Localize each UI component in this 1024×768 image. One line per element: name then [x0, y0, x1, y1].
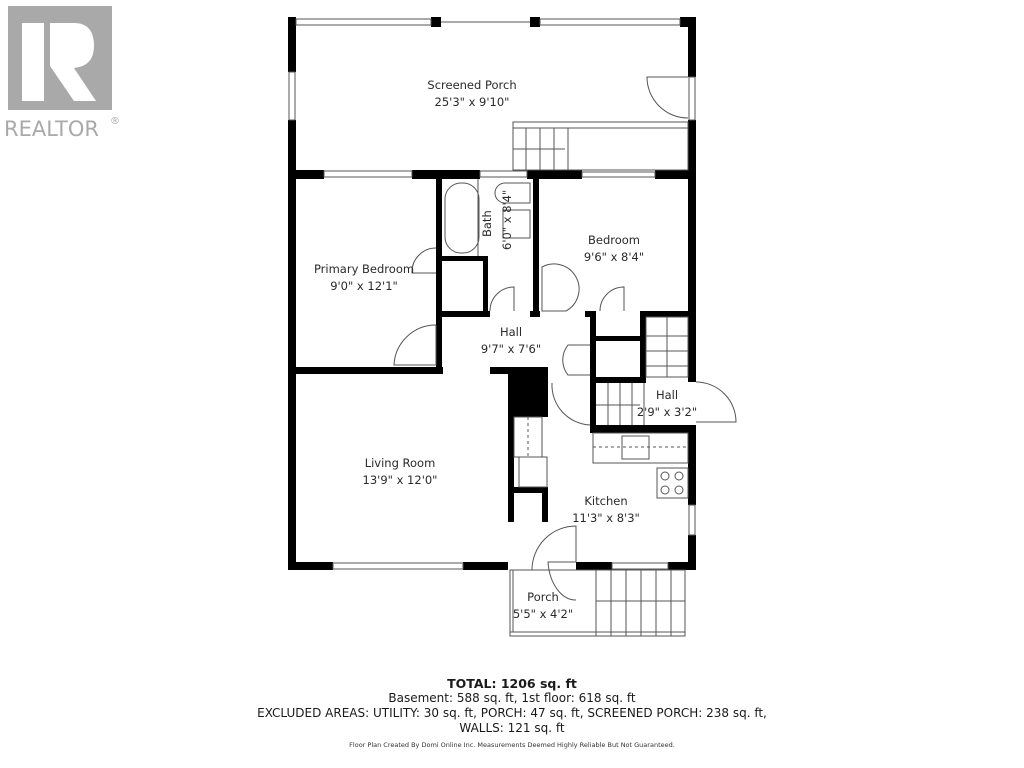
- room-dimensions: 2'9" x 3'2": [636, 405, 698, 419]
- room-name: Hall: [655, 388, 679, 402]
- room-bath-name: Bath: [480, 210, 494, 237]
- area-summary: TOTAL: 1206 sq. ft Basement: 588 sq. ft,…: [0, 676, 1024, 736]
- room-kitchen: Kitchen 11'3" x 8'3": [572, 493, 640, 527]
- registered-mark: ®: [110, 116, 120, 127]
- realtor-logo: REALTOR ®: [4, 6, 120, 141]
- room-dimensions: 11'3" x 8'3": [572, 511, 640, 525]
- room-dimensions: 5'5" x 4'2": [512, 607, 574, 621]
- room-name: Porch: [527, 590, 559, 604]
- room-name: Primary Bedroom: [313, 262, 415, 276]
- room-dimensions: 9'7" x 7'6": [480, 342, 542, 356]
- room-name: Bedroom: [587, 233, 641, 247]
- room-name: Living Room: [364, 456, 436, 470]
- room-dimensions: 25'3" x 9'10": [434, 95, 510, 109]
- realtor-r-icon: [8, 6, 112, 110]
- room-hall-small: Hall 2'9" x 3'2": [637, 387, 697, 421]
- floor-areas: Basement: 588 sq. ft, 1st floor: 618 sq.…: [388, 691, 636, 705]
- walls-area: WALLS: 121 sq. ft: [459, 721, 565, 735]
- room-screened-porch: Screened Porch 25'3" x 9'10": [427, 77, 516, 111]
- room-hall-main: Hall 9'7" x 7'6": [481, 324, 541, 358]
- room-bath-dimensions: 6'0" x 8'4": [500, 189, 514, 250]
- excluded-areas: EXCLUDED AREAS: UTILITY: 30 sq. ft, PORC…: [257, 706, 767, 720]
- room-name: Hall: [499, 325, 523, 339]
- room-living-room: Living Room 13'9" x 12'0": [363, 455, 438, 489]
- walls: [288, 17, 696, 570]
- room-name: Screened Porch: [427, 78, 517, 92]
- total-area: TOTAL: 1206 sq. ft: [447, 676, 577, 691]
- realtor-wordmark: REALTOR: [4, 117, 99, 141]
- room-dimensions: 9'0" x 12'1": [330, 279, 398, 293]
- room-dimensions: 13'9" x 12'0": [362, 473, 438, 487]
- disclaimer-note: Floor Plan Created By Domi Online Inc. M…: [349, 741, 675, 749]
- room-porch: Porch 5'5" x 4'2": [513, 589, 573, 623]
- room-dimensions: 9'6" x 8'4": [583, 250, 645, 264]
- room-bedroom: Bedroom 9'6" x 8'4": [584, 232, 644, 266]
- room-name: Kitchen: [584, 494, 628, 508]
- room-primary-bedroom: Primary Bedroom 9'0" x 12'1": [314, 261, 414, 295]
- fixtures-and-lines: [288, 18, 737, 637]
